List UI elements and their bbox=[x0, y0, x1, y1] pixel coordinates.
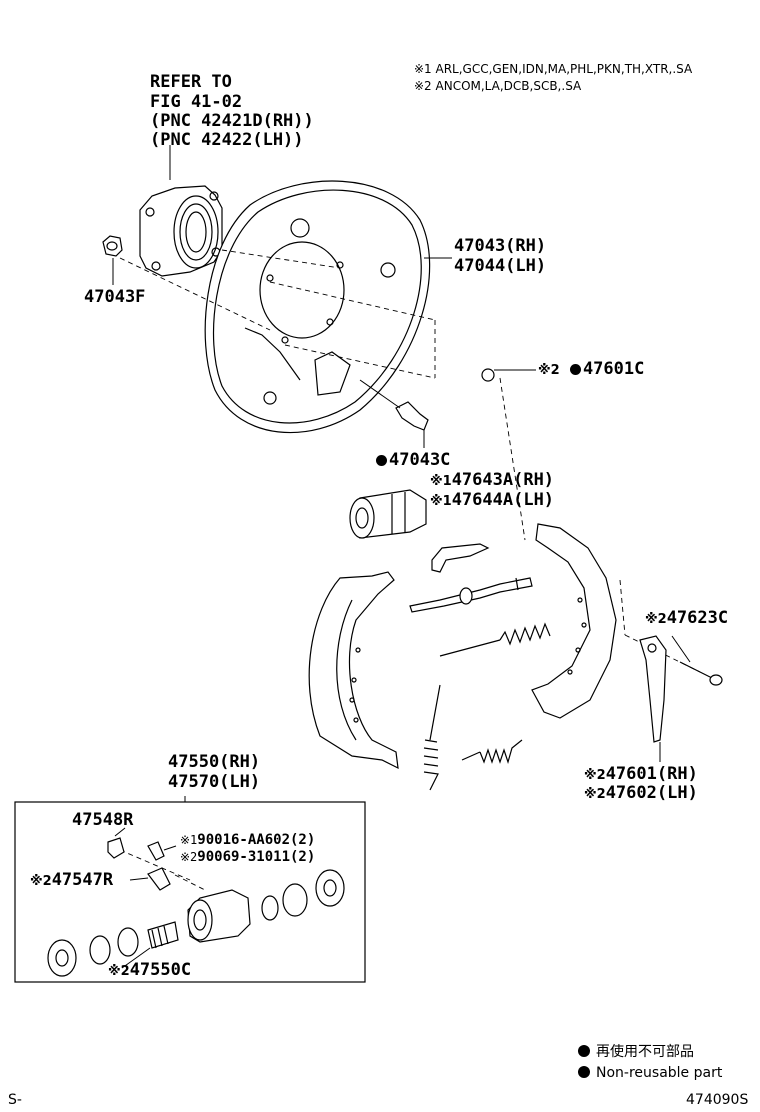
wheel-cylinder-47643a bbox=[349, 489, 427, 539]
wheel-cylinder-assembly bbox=[47, 869, 345, 977]
refer-line-2: FIG 41-02 bbox=[150, 92, 243, 112]
part-number: 47601C bbox=[582, 359, 645, 379]
note-mark-2: ※2 bbox=[538, 363, 560, 378]
assembly-guide-lines bbox=[119, 249, 701, 891]
note-mark-1: ※1 bbox=[180, 833, 198, 847]
note-2: ※2 ANCOM,LA,DCB,SCB,.SA bbox=[414, 79, 582, 93]
part-number: 47547R bbox=[51, 870, 114, 890]
non-reusable-dot bbox=[578, 1066, 590, 1078]
refer-line-4: (PNC 42422(LH)) bbox=[150, 130, 304, 150]
adjuster-strut bbox=[409, 577, 533, 613]
note-mark-1: ※1 bbox=[430, 494, 452, 509]
part-47044-lh: 47044(LH) bbox=[454, 256, 547, 276]
part-90016: ※190016-AA602(2) bbox=[180, 832, 315, 849]
part-47601-rh: ※247601(RH) bbox=[584, 764, 698, 785]
part-47644a: ※147644A(LH) bbox=[430, 490, 554, 511]
part-number: 47644A(LH) bbox=[451, 490, 555, 510]
part-number: 47043C bbox=[389, 450, 451, 470]
part-47570-lh: 47570(LH) bbox=[168, 772, 261, 792]
brake-shoe-left bbox=[308, 571, 399, 770]
part-47550c: ※247550C bbox=[108, 960, 191, 981]
legend-text: Non-reusable part bbox=[596, 1065, 723, 1081]
note-mark-2: ※2 bbox=[180, 850, 198, 864]
part-47623c: ※247623C bbox=[645, 608, 728, 629]
non-reusable-dot bbox=[376, 455, 387, 466]
leader-lines bbox=[121, 947, 151, 969]
mounting-bolt bbox=[147, 841, 177, 861]
bleeder-screw bbox=[129, 867, 171, 891]
parking-brake-lever bbox=[639, 635, 667, 762]
refer-line-1: REFER TO bbox=[150, 72, 232, 92]
shoe-hold-spring bbox=[423, 684, 441, 791]
legend-line-1: 再使用不可部品 bbox=[578, 1042, 694, 1062]
part-90069: ※290069-31011(2) bbox=[180, 849, 315, 866]
note-mark-2: ※2 bbox=[108, 964, 130, 979]
pin-47623c bbox=[671, 635, 723, 686]
note-mark-2: ※2 bbox=[30, 874, 52, 889]
part-47043f: 47043F bbox=[84, 287, 146, 307]
footer-figure-code: 474090S bbox=[686, 1092, 749, 1108]
part-47043c: 47043C bbox=[376, 450, 450, 471]
legend-line-2: Non-reusable part bbox=[578, 1063, 722, 1083]
part-number: 90016-AA602(2) bbox=[197, 832, 316, 848]
return-spring bbox=[439, 622, 551, 657]
part-number: 47601(RH) bbox=[605, 764, 698, 784]
legend-text: 再使用不可部品 bbox=[596, 1044, 694, 1060]
footer-left: S- bbox=[8, 1092, 22, 1108]
part-number: 47602(LH) bbox=[605, 783, 698, 803]
part-47602-lh: ※247602(LH) bbox=[584, 783, 698, 804]
part-47043-rh: 47043(RH) bbox=[454, 236, 547, 256]
adjusting-lever bbox=[431, 543, 490, 573]
bleeder-plug bbox=[107, 827, 126, 859]
note-1: ※1 ARL,GCC,GEN,IDN,MA,PHL,PKN,TH,XTR,.SA bbox=[414, 62, 693, 76]
part-number: 47643A(RH) bbox=[451, 470, 555, 490]
axle-hub-bearing bbox=[139, 145, 223, 277]
nut-47043f bbox=[102, 235, 123, 285]
bolt-47043c bbox=[359, 379, 429, 448]
wheel-cylinder-kit-box bbox=[14, 801, 366, 983]
backing-plate bbox=[204, 180, 452, 434]
part-47547r: ※247547R bbox=[30, 870, 113, 891]
pin-47601c bbox=[481, 368, 536, 382]
note-mark-1: ※1 bbox=[430, 474, 452, 489]
part-number: 47623C bbox=[666, 608, 729, 628]
brake-shoe-right bbox=[531, 523, 617, 719]
note-mark-2: ※2 bbox=[584, 768, 606, 783]
note-mark-2: ※2 bbox=[584, 787, 606, 802]
part-number: 47550C bbox=[129, 960, 192, 980]
part-47601c: ※2 47601C bbox=[538, 359, 644, 380]
part-47548r: 47548R bbox=[72, 810, 134, 830]
refer-line-3: (PNC 42421D(RH)) bbox=[150, 111, 314, 131]
part-47550-rh: 47550(RH) bbox=[168, 752, 261, 772]
part-47643a: ※147643A(RH) bbox=[430, 470, 554, 491]
part-number: 90069-31011(2) bbox=[197, 849, 316, 865]
non-reusable-dot bbox=[578, 1045, 590, 1057]
non-reusable-dot bbox=[569, 364, 581, 375]
note-mark-2: ※2 bbox=[645, 612, 667, 627]
lower-return-spring bbox=[461, 739, 523, 765]
